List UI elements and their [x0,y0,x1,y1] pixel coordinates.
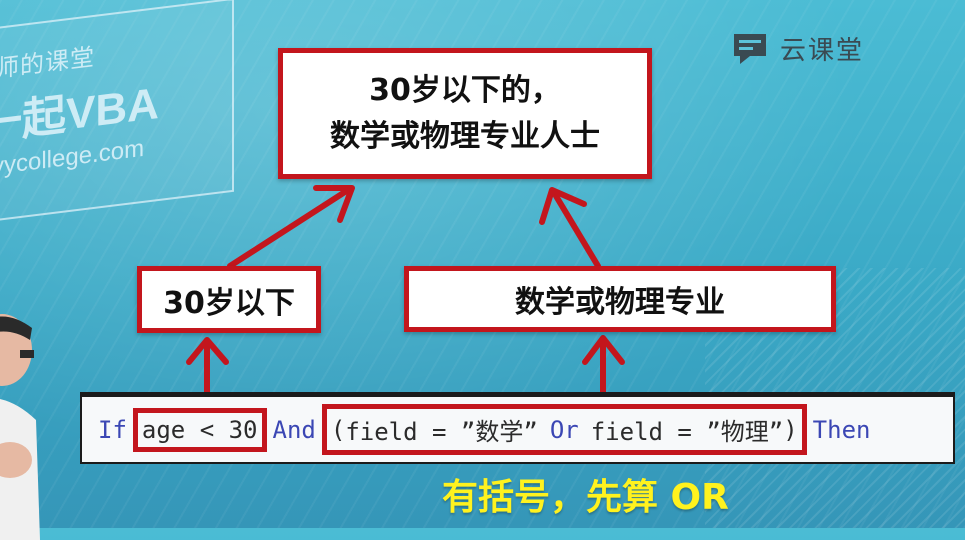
age-expression: age < 30 [132,407,267,452]
arrow-code-to-age [186,337,229,399]
keyword-or: Or [549,415,579,444]
arrow-code-to-major [582,335,625,401]
result-line-2: 数学或物理专业人士 [330,118,600,154]
presenter-image [0,314,40,540]
age-condition-box: 30岁以下 [137,266,321,333]
code-line: If age < 30 And ( field = ”数学” Or field … [80,392,955,464]
age-condition-label: 30岁以下 [163,285,295,321]
major-condition-box: 数学或物理专业 [404,266,836,332]
keyword-and: And [272,415,316,444]
arrow-major-to-result [539,187,601,269]
field-physics-expression: field = ”物理” [590,418,784,446]
paren-open: ( [330,415,346,444]
paren-close: ) [783,415,798,444]
brand-name: 云课堂 [780,36,865,66]
keyword-if: If [98,415,127,444]
or-expression-group: ( field = ”数学” Or field = ”物理” ) [321,404,807,455]
field-math-expression: field = ”数学” [345,418,538,446]
brand: 云课堂 [730,30,864,67]
chat-bubble-icon [734,33,766,64]
arrow-age-to-result [227,185,355,269]
result-line-1: 30岁以下的， [369,72,561,108]
precedence-note: 有括号，先算 OR [442,477,729,518]
diagram-arrows [186,185,625,401]
keyword-then: Then [812,415,871,444]
result-box: 30岁以下的， 数学或物理专业人士 [278,48,652,179]
major-condition-label: 数学或物理专业 [515,285,725,320]
